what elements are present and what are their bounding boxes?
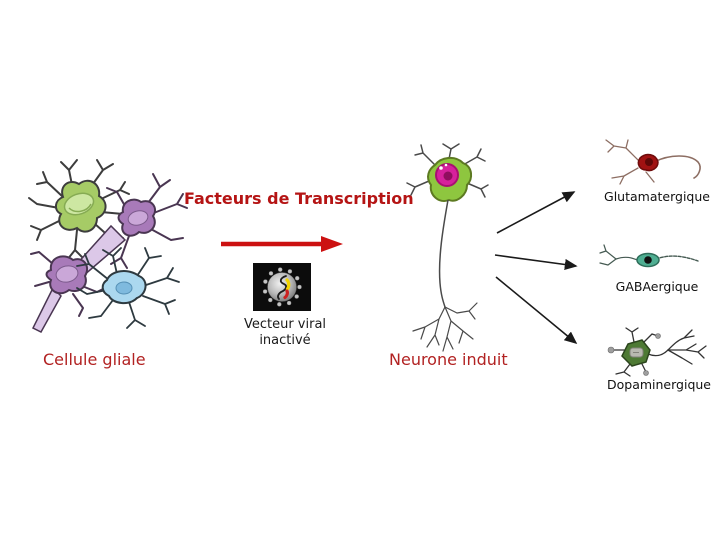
viral-vector-caption-line2: inactivé xyxy=(259,333,311,348)
glial-cells-illustration xyxy=(28,159,188,333)
induced-neuron-illustration xyxy=(406,143,489,352)
transcription-factors-title: Facteurs de Transcription xyxy=(184,189,414,208)
dopaminergic-neuron-icon xyxy=(607,327,707,377)
glutamatergic-label: Glutamatergique xyxy=(604,189,710,204)
virus-icon xyxy=(262,267,302,307)
viral-vector-caption: Vecteur viral inactivé xyxy=(228,317,342,349)
viral-vector-caption-line1: Vecteur viral xyxy=(243,317,327,332)
red-arrow-icon xyxy=(221,236,343,252)
gabaergic-label: GABAergique xyxy=(615,279,699,294)
glutamatergic-neuron-icon xyxy=(605,139,701,185)
viral-vector-image xyxy=(253,263,311,311)
glial-cell-label: Cellule gliale xyxy=(43,350,146,369)
dopaminergic-label: Dopaminergique xyxy=(606,377,711,392)
arrow-to-glutamatergic xyxy=(496,191,576,234)
fan-arrows-icon xyxy=(494,191,578,345)
gabaergic-neuron-icon xyxy=(599,244,699,268)
arrow-to-dopaminergic xyxy=(495,276,578,345)
induced-neuron-label: Neurone induit xyxy=(389,350,508,369)
arrow-to-gabaergic xyxy=(494,254,578,271)
